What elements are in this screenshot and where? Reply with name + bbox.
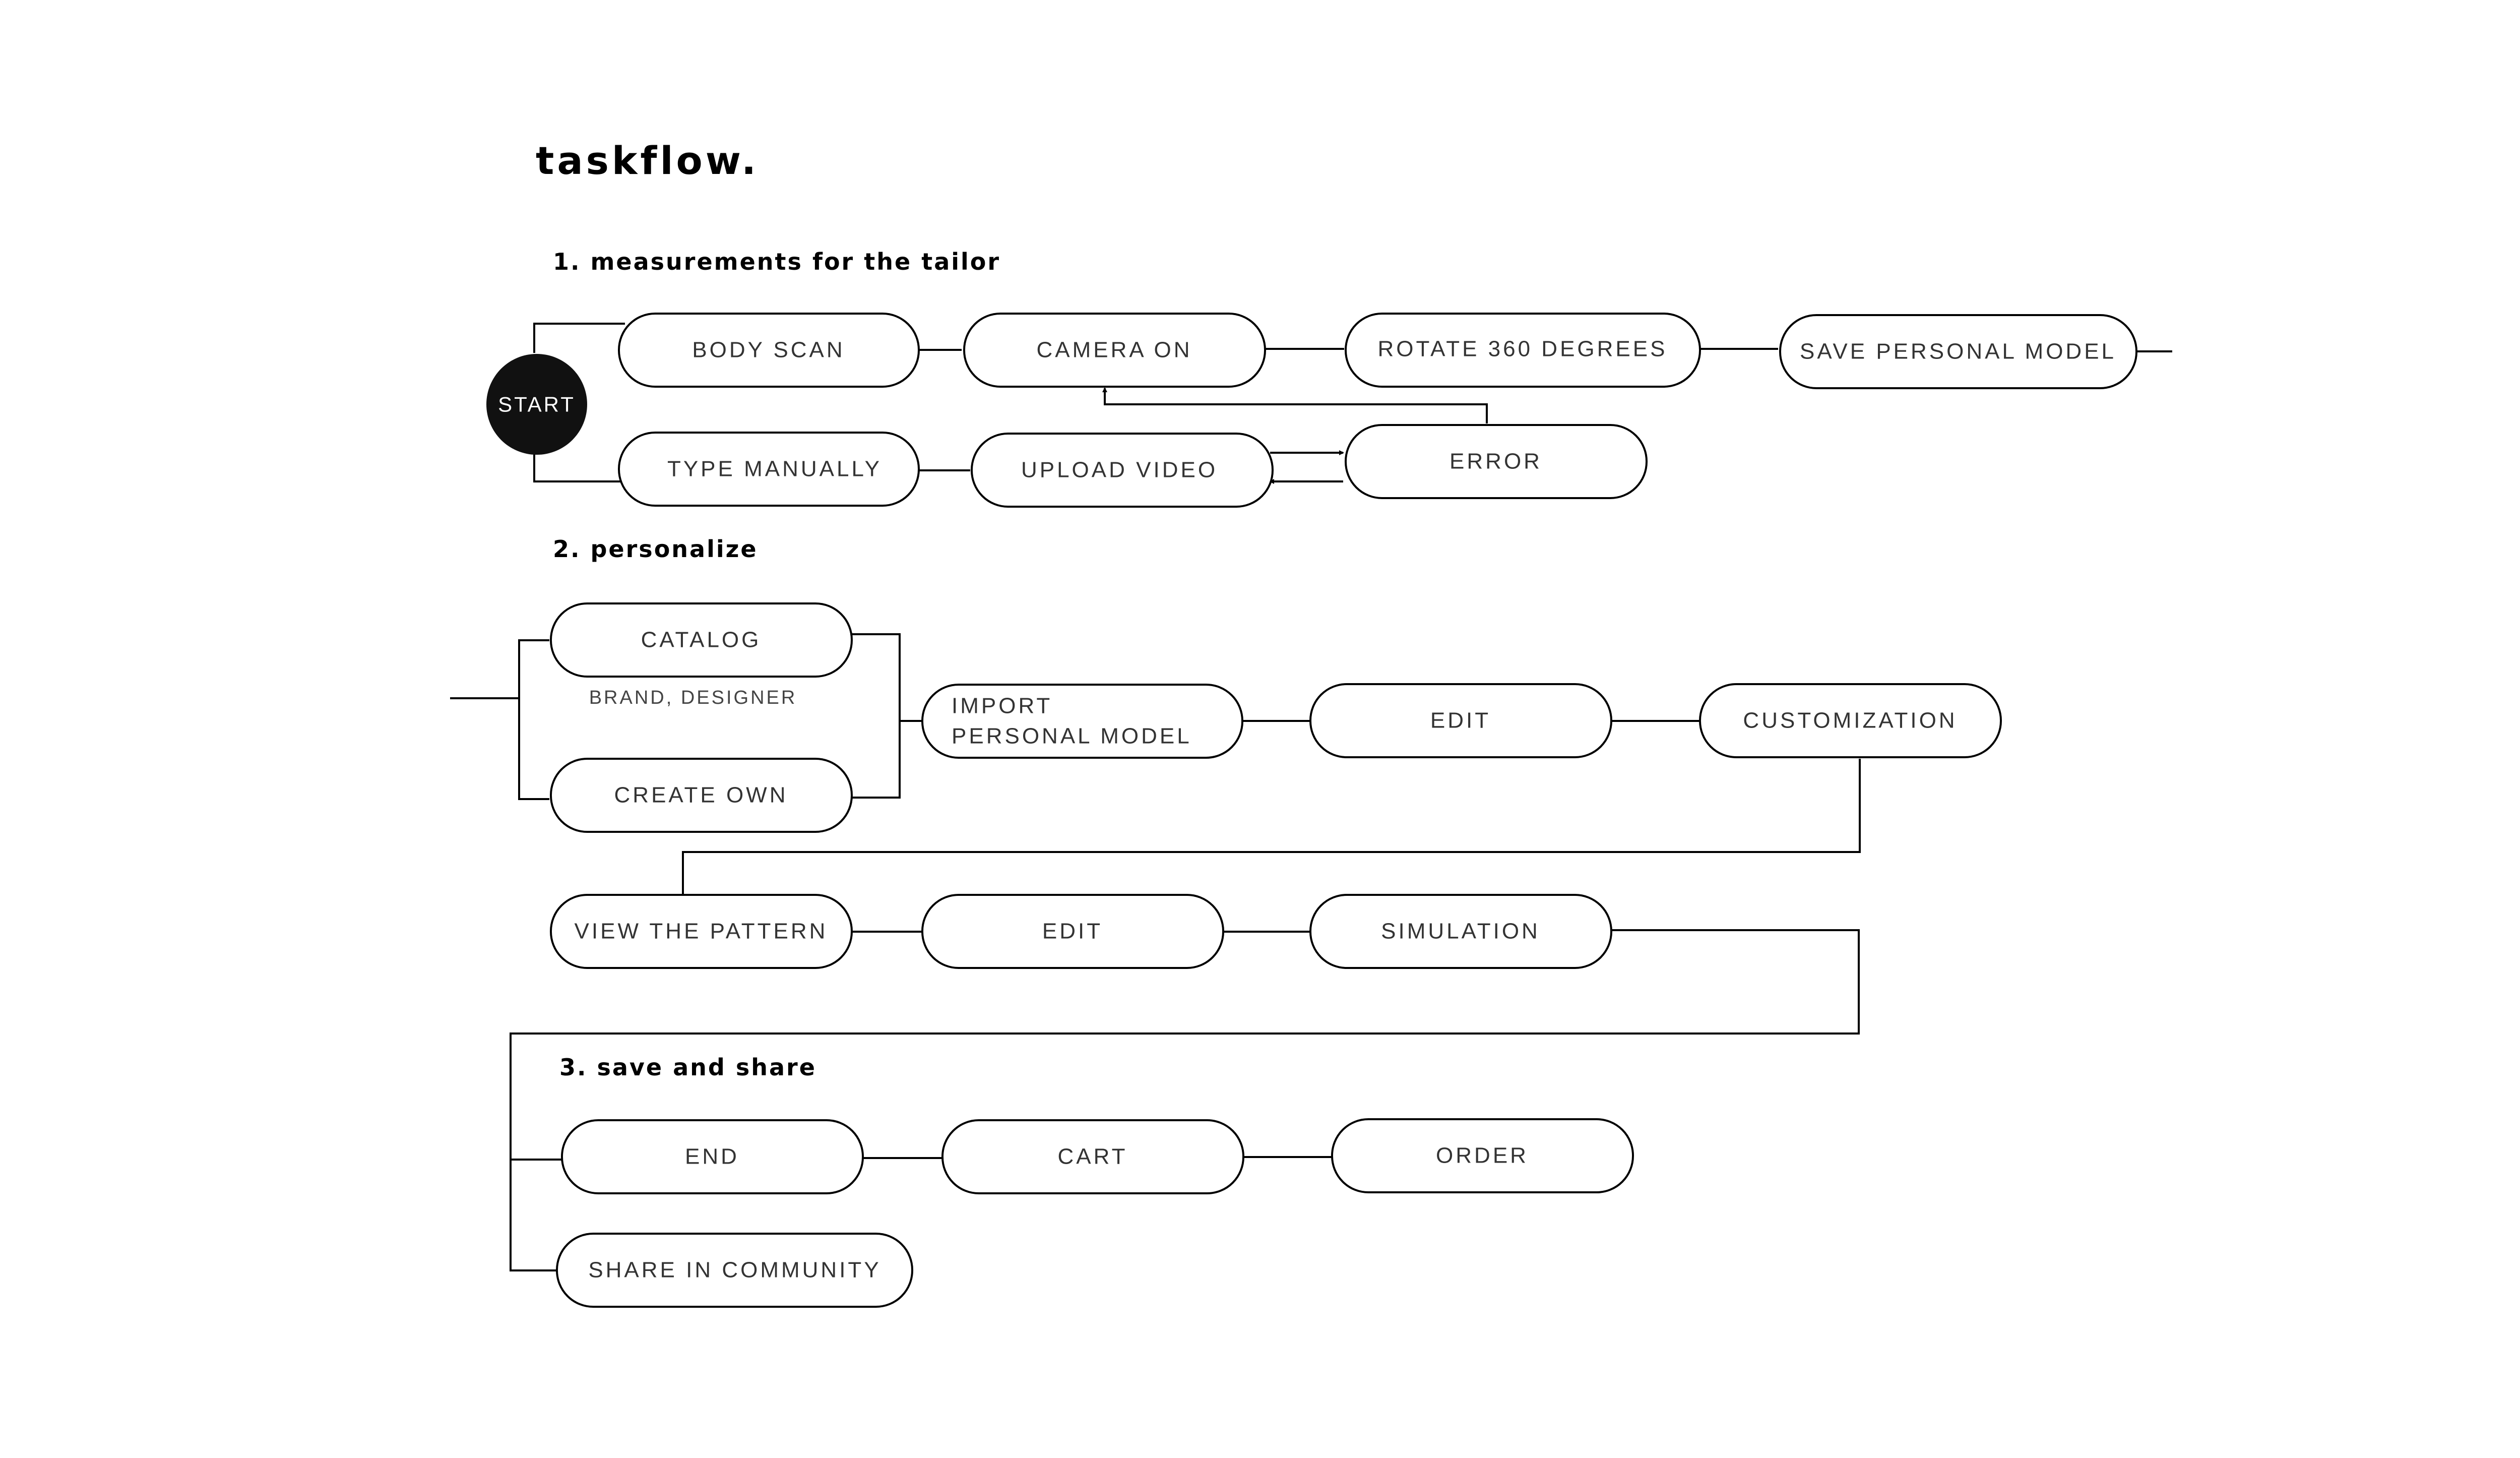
connector-branch-left [518,639,549,800]
node-edit-2[interactable]: EDIT [921,894,1224,969]
start-node[interactable]: START [486,354,587,455]
node-label: END [685,1144,739,1169]
node-label: EDIT [1042,919,1103,944]
section-title-personalize: 2. personalize [553,535,758,563]
node-label: SHARE IN COMMUNITY [588,1258,881,1283]
connector-start-type-manually [533,454,625,482]
page-title: taskflow. [536,138,759,183]
connector-branch-right [851,633,901,799]
node-import-personal-model[interactable]: IMPORT PERSONAL MODEL [921,684,1243,759]
node-label: TYPE MANUALLY [667,457,882,481]
node-label: SIMULATION [1381,919,1540,944]
node-camera-on[interactable]: CAMERA ON [963,313,1266,388]
node-label: ERROR [1450,449,1542,474]
node-label: CUSTOMIZATION [1743,708,1957,733]
node-catalog[interactable]: CATALOG [550,602,853,678]
node-label: SAVE PERSONAL MODEL [1800,339,2116,364]
node-view-the-pattern[interactable]: VIEW THE PATTERN [550,894,853,969]
node-label-line2: PERSONAL MODEL [952,724,1192,749]
node-label: CATALOG [641,628,762,652]
node-share-in-community[interactable]: SHARE IN COMMUNITY [556,1233,913,1308]
node-label-line1: IMPORT [952,694,1052,718]
node-label: ORDER [1436,1143,1529,1168]
start-label: START [498,393,576,416]
node-label: BODY SCAN [692,338,845,362]
connector-error-camera [1102,387,1488,423]
node-end[interactable]: END [561,1119,864,1194]
connector-lines [450,323,2172,1271]
connector-customization-pattern [682,759,1861,895]
node-label: ROTATE 360 DEGREES [1378,337,1668,361]
node-edit-1[interactable]: EDIT [1309,683,1612,758]
catalog-sublabel: BRAND, DESIGNER [589,687,797,708]
start-circle [486,354,587,455]
node-upload-video[interactable]: UPLOAD VIDEO [971,433,1274,508]
node-simulation[interactable]: SIMULATION [1309,894,1612,969]
node-label: EDIT [1430,708,1491,733]
node-label: UPLOAD VIDEO [1021,458,1218,482]
node-label: CAMERA ON [1036,338,1192,362]
node-error[interactable]: ERROR [1345,424,1648,499]
connector-start-body-scan [533,323,625,353]
node-order[interactable]: ORDER [1331,1118,1634,1193]
node-label: CART [1058,1144,1128,1169]
node-label: VIEW THE PATTERN [575,919,828,944]
node-label: CREATE OWN [614,783,788,808]
node-create-own[interactable]: CREATE OWN [550,758,853,833]
node-type-manually[interactable]: TYPE MANUALLY [618,432,920,507]
section-title-save-share: 3. save and share [559,1054,816,1081]
node-cart[interactable]: CART [941,1119,1244,1194]
node-customization[interactable]: CUSTOMIZATION [1699,683,2002,758]
node-body-scan[interactable]: BODY SCAN [618,313,920,388]
connector-simulation-save [510,929,1860,1271]
section-title-measurements: 1. measurements for the tailor [553,248,1000,275]
node-save-personal-model[interactable]: SAVE PERSONAL MODEL [1779,314,2137,389]
node-rotate-360[interactable]: ROTATE 360 DEGREES [1345,313,1701,388]
